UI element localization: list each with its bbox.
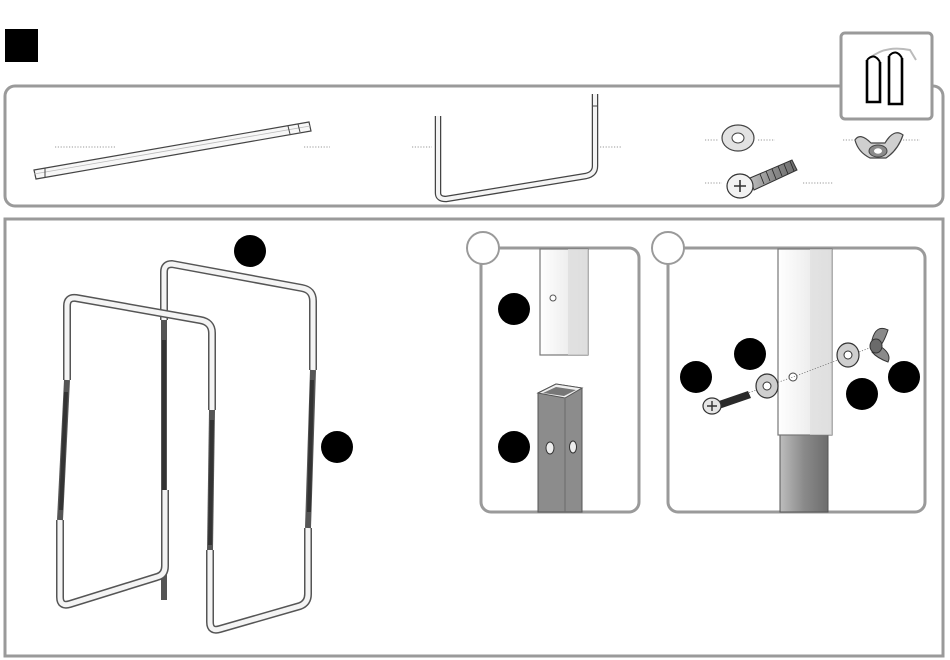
detail-label-a: [467, 232, 499, 264]
callout-7: [846, 378, 878, 410]
callout-6: [680, 361, 712, 393]
callout-5: [734, 338, 766, 370]
callout-2: [321, 431, 353, 463]
callout-4: [498, 431, 530, 463]
callout-3: [498, 293, 530, 325]
detail-tube-insert: [481, 248, 639, 512]
frame-side-icon: [841, 33, 932, 119]
detail-label-b: [652, 232, 684, 264]
parts-panel: [5, 86, 943, 206]
detail-bolt-fastening: [668, 248, 925, 512]
callout-8: [888, 361, 920, 393]
callout-1: [234, 235, 266, 267]
